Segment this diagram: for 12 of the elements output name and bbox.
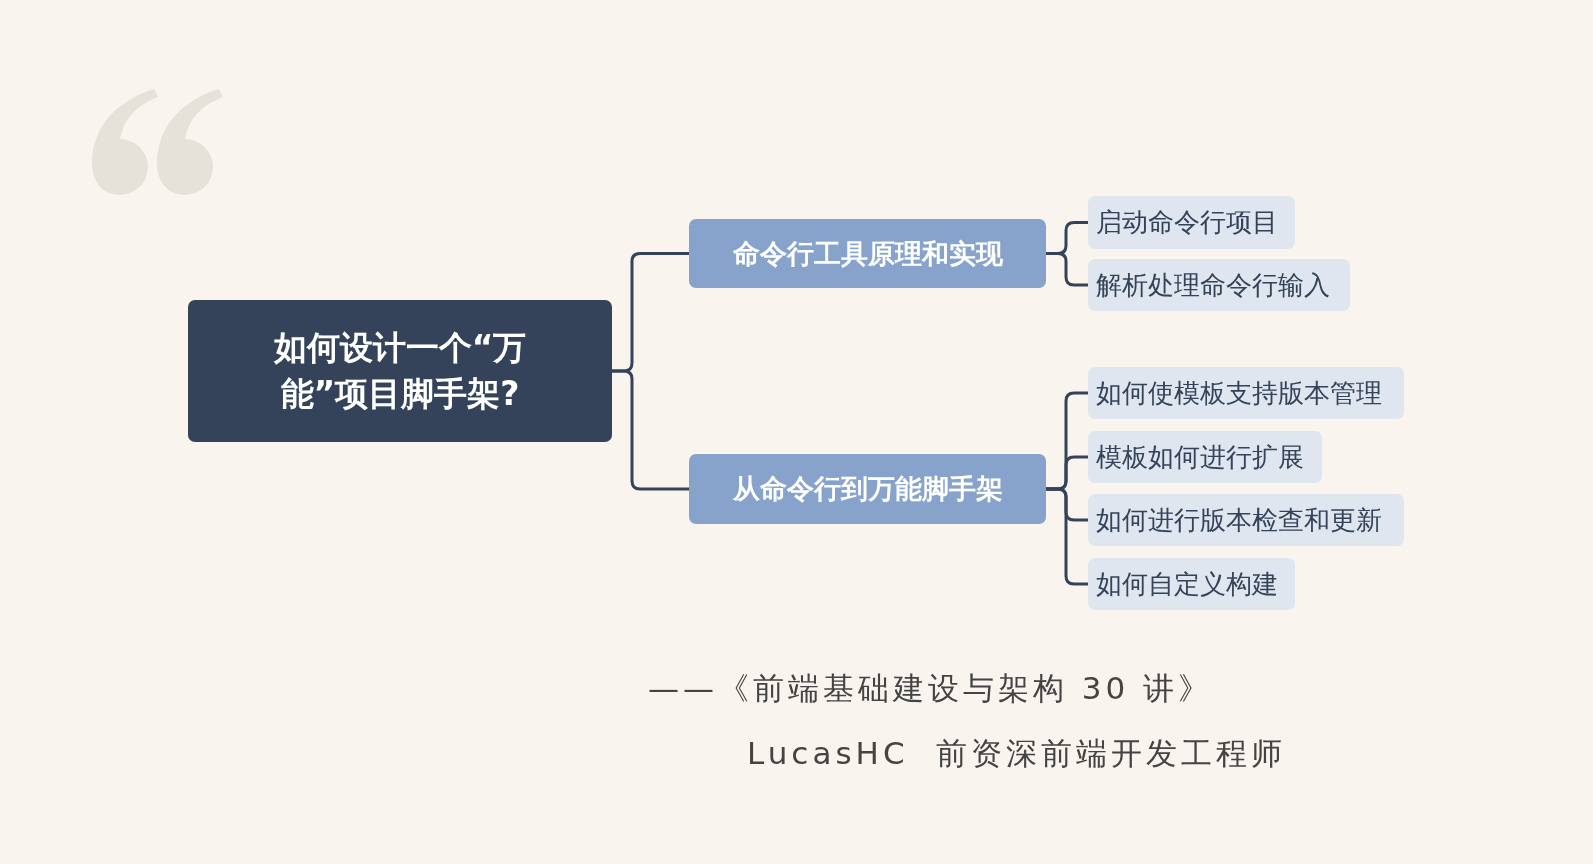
subtopic-box: 解析处理命令行输入 — [1088, 259, 1350, 311]
subtopic-box: 如何进行版本检查和更新 — [1088, 494, 1404, 546]
subtopic-box: 如何使模板支持版本管理 — [1088, 367, 1404, 419]
title-box: 如何设计一个“万能”项目脚手架? — [188, 300, 612, 442]
author-credit: LucasHC 前资深前端开发工程师 — [747, 734, 1287, 773]
connector — [612, 369, 689, 491]
subtopic-box: 模板如何进行扩展 — [1088, 431, 1322, 483]
subtopic-box: 启动命令行项目 — [1088, 196, 1295, 249]
subtopic-box: 如何自定义构建 — [1088, 558, 1295, 610]
source-title: ——《前端基础建设与架构 30 讲》 — [648, 669, 1214, 708]
topic-box: 命令行工具原理和实现 — [689, 219, 1046, 288]
topic-box: 从命令行到万能脚手架 — [689, 454, 1046, 524]
